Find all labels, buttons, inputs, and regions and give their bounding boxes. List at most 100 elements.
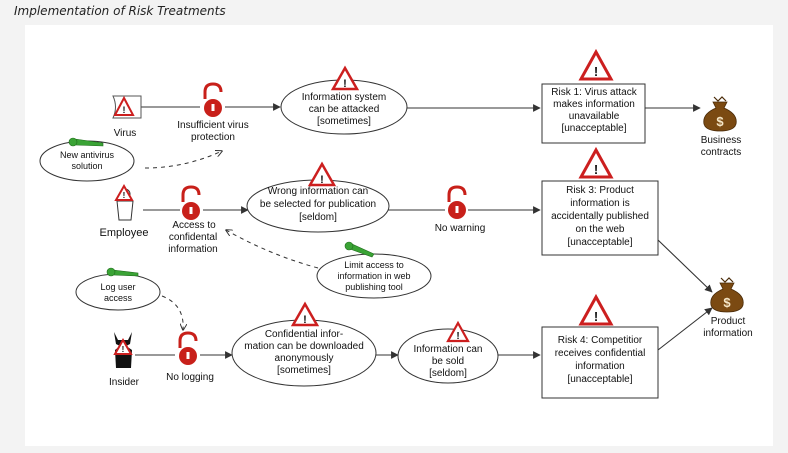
svg-text:Business: Business bbox=[701, 135, 742, 146]
warning-icon bbox=[578, 146, 614, 179]
open-lock-icon bbox=[181, 185, 201, 202]
money-bag-icon bbox=[703, 101, 737, 132]
treat-edge-antivirus bbox=[144, 151, 222, 169]
treat-edge-limit bbox=[226, 230, 319, 269]
asset-business-contracts: $ Business contracts bbox=[701, 96, 742, 158]
actor-employee: ! Employee bbox=[100, 183, 149, 239]
wrench-icon bbox=[74, 138, 104, 147]
warning-icon bbox=[578, 48, 614, 81]
svg-text:unavailable: unavailable bbox=[569, 111, 620, 122]
svg-text:protection: protection bbox=[191, 132, 235, 143]
svg-text:[unacceptable]: [unacceptable] bbox=[561, 123, 626, 134]
svg-text:!: ! bbox=[123, 191, 126, 200]
svg-text:publishing tool: publishing tool bbox=[345, 282, 403, 292]
vulnerability-no-warning: No warning bbox=[435, 185, 486, 234]
risk-3: ! Risk 3: Product information is acciden… bbox=[541, 146, 659, 256]
svg-text:Risk 3: Product: Risk 3: Product bbox=[566, 185, 634, 196]
svg-text:!: ! bbox=[456, 331, 459, 342]
svg-text:receives confidential: receives confidential bbox=[555, 348, 646, 359]
warning-icon bbox=[307, 161, 337, 187]
svg-text:Log user: Log user bbox=[100, 282, 135, 292]
svg-text:Access to: Access to bbox=[172, 220, 216, 231]
edge-risk3-product bbox=[657, 239, 713, 293]
svg-text:New antivirus: New antivirus bbox=[60, 150, 115, 160]
svg-text:Information can: Information can bbox=[414, 344, 483, 355]
svg-text:[sometimes]: [sometimes] bbox=[277, 365, 331, 376]
edge-risk4-product bbox=[657, 307, 713, 351]
vulnerability-insufficient-virus: Insufficient virus protection bbox=[177, 82, 249, 143]
risk-1: ! Risk 1: Virus attack makes information… bbox=[541, 48, 646, 144]
warning-icon bbox=[114, 183, 134, 201]
svg-text:[seldom]: [seldom] bbox=[429, 368, 467, 379]
threat-info-sold: ! Information can be sold [seldom] bbox=[397, 320, 499, 384]
money-bag-icon bbox=[710, 282, 744, 313]
svg-text:[sometimes]: [sometimes] bbox=[317, 116, 371, 127]
open-lock-icon bbox=[203, 82, 223, 99]
svg-text:!: ! bbox=[594, 309, 598, 324]
svg-text:Confidential infor-: Confidential infor- bbox=[265, 329, 343, 340]
svg-text:No logging: No logging bbox=[166, 372, 214, 383]
svg-text:information is: information is bbox=[570, 198, 629, 209]
actor-label-insider: Insider bbox=[109, 377, 140, 388]
svg-text:be selected for publication: be selected for publication bbox=[260, 199, 376, 210]
svg-text:mation can be downloaded: mation can be downloaded bbox=[244, 341, 364, 352]
connections bbox=[135, 103, 713, 359]
svg-text:[unacceptable]: [unacceptable] bbox=[567, 237, 632, 248]
svg-text:access: access bbox=[104, 293, 133, 303]
svg-text:!: ! bbox=[122, 345, 125, 354]
actor-label-virus: Virus bbox=[114, 128, 137, 139]
svg-text:Limit access to: Limit access to bbox=[344, 260, 404, 270]
treatment-limit-access: Limit access to information in web publi… bbox=[316, 241, 432, 299]
svg-text:Risk 4: Competitior: Risk 4: Competitior bbox=[558, 335, 643, 346]
actor-label-employee: Employee bbox=[100, 227, 149, 239]
svg-text:information: information bbox=[168, 244, 217, 255]
wrench-icon bbox=[112, 269, 139, 277]
actor-insider: ! Insider bbox=[109, 332, 140, 388]
vulnerability-no-logging: No logging bbox=[166, 331, 214, 383]
svg-text:makes information: makes information bbox=[553, 99, 635, 110]
svg-text:information in web: information in web bbox=[337, 271, 410, 281]
svg-text:[unacceptable]: [unacceptable] bbox=[567, 374, 632, 385]
svg-text:!: ! bbox=[594, 64, 598, 79]
svg-text:No warning: No warning bbox=[435, 223, 486, 234]
svg-text:Risk 1: Virus attack: Risk 1: Virus attack bbox=[551, 87, 637, 98]
treatment-antivirus: New antivirus solution bbox=[39, 137, 135, 182]
warning-icon bbox=[330, 65, 360, 91]
warning-icon bbox=[290, 301, 320, 327]
treatment-log-access: Log user access bbox=[75, 267, 161, 311]
warning-icon bbox=[446, 320, 470, 343]
svg-text:Information system: Information system bbox=[302, 92, 386, 103]
svg-text:!: ! bbox=[123, 105, 126, 115]
svg-text:information: information bbox=[575, 361, 624, 372]
person-body bbox=[116, 200, 134, 221]
svg-text:accidentally published: accidentally published bbox=[551, 211, 649, 222]
svg-text:Wrong information can: Wrong information can bbox=[268, 186, 368, 197]
asset-product-information: $ Product information bbox=[703, 277, 753, 339]
treatment-connections bbox=[144, 151, 319, 330]
warning-icon bbox=[578, 293, 614, 326]
svg-text:on the web: on the web bbox=[576, 224, 625, 235]
warning-icon bbox=[113, 95, 135, 116]
svg-text:information: information bbox=[703, 328, 752, 339]
svg-text:contracts: contracts bbox=[701, 147, 742, 158]
svg-text:be sold: be sold bbox=[432, 356, 464, 367]
svg-text:!: ! bbox=[343, 78, 347, 90]
svg-text:can be attacked: can be attacked bbox=[309, 104, 380, 115]
figure-caption: Implementation of Risk Treatments bbox=[14, 4, 226, 18]
svg-text:$: $ bbox=[716, 114, 724, 129]
open-lock-icon bbox=[178, 331, 198, 348]
svg-text:!: ! bbox=[594, 162, 598, 177]
warning-icon bbox=[113, 337, 133, 355]
svg-text:!: ! bbox=[320, 174, 324, 186]
svg-text:[seldom]: [seldom] bbox=[299, 212, 337, 223]
svg-text:solution: solution bbox=[71, 161, 102, 171]
svg-text:confidental: confidental bbox=[169, 232, 217, 243]
threat-info-system-attacked: ! Information system can be attacked [so… bbox=[280, 65, 408, 135]
svg-text:Insufficient virus: Insufficient virus bbox=[177, 120, 249, 131]
svg-text:Product: Product bbox=[711, 316, 746, 327]
svg-text:$: $ bbox=[723, 295, 731, 310]
risk-4: ! Risk 4: Competitior receives confident… bbox=[541, 293, 659, 399]
svg-text:!: ! bbox=[303, 314, 307, 326]
treat-edge-log bbox=[161, 295, 183, 330]
